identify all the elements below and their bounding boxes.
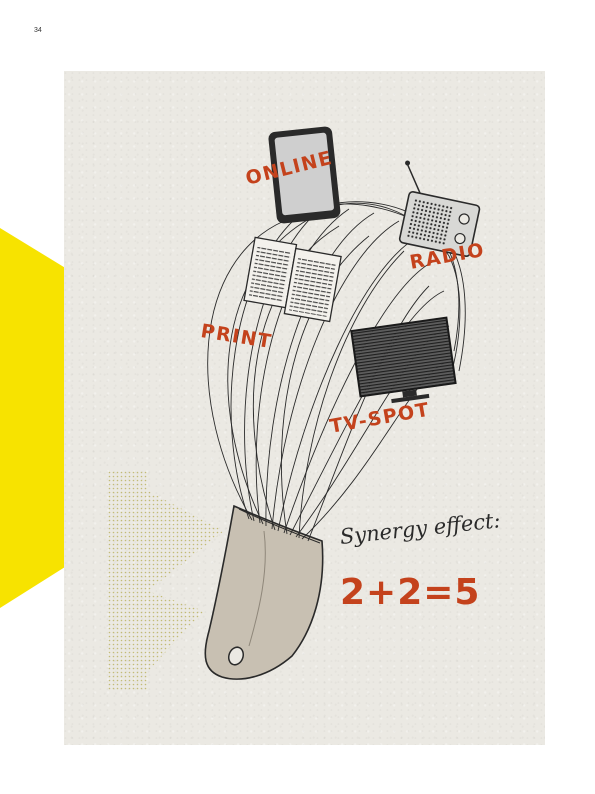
page-number: 34	[34, 27, 42, 34]
smartphone-drawing	[268, 126, 341, 224]
newspaper-drawing	[243, 236, 342, 323]
equation-text: 2+2=5	[340, 572, 481, 613]
whisk-handle	[204, 504, 324, 680]
dot-halftone-pattern	[108, 471, 224, 691]
tv-drawing	[350, 316, 457, 404]
whisk-illustration	[108, 126, 481, 691]
dot-grid	[108, 471, 224, 691]
radio-drawing	[398, 160, 481, 257]
